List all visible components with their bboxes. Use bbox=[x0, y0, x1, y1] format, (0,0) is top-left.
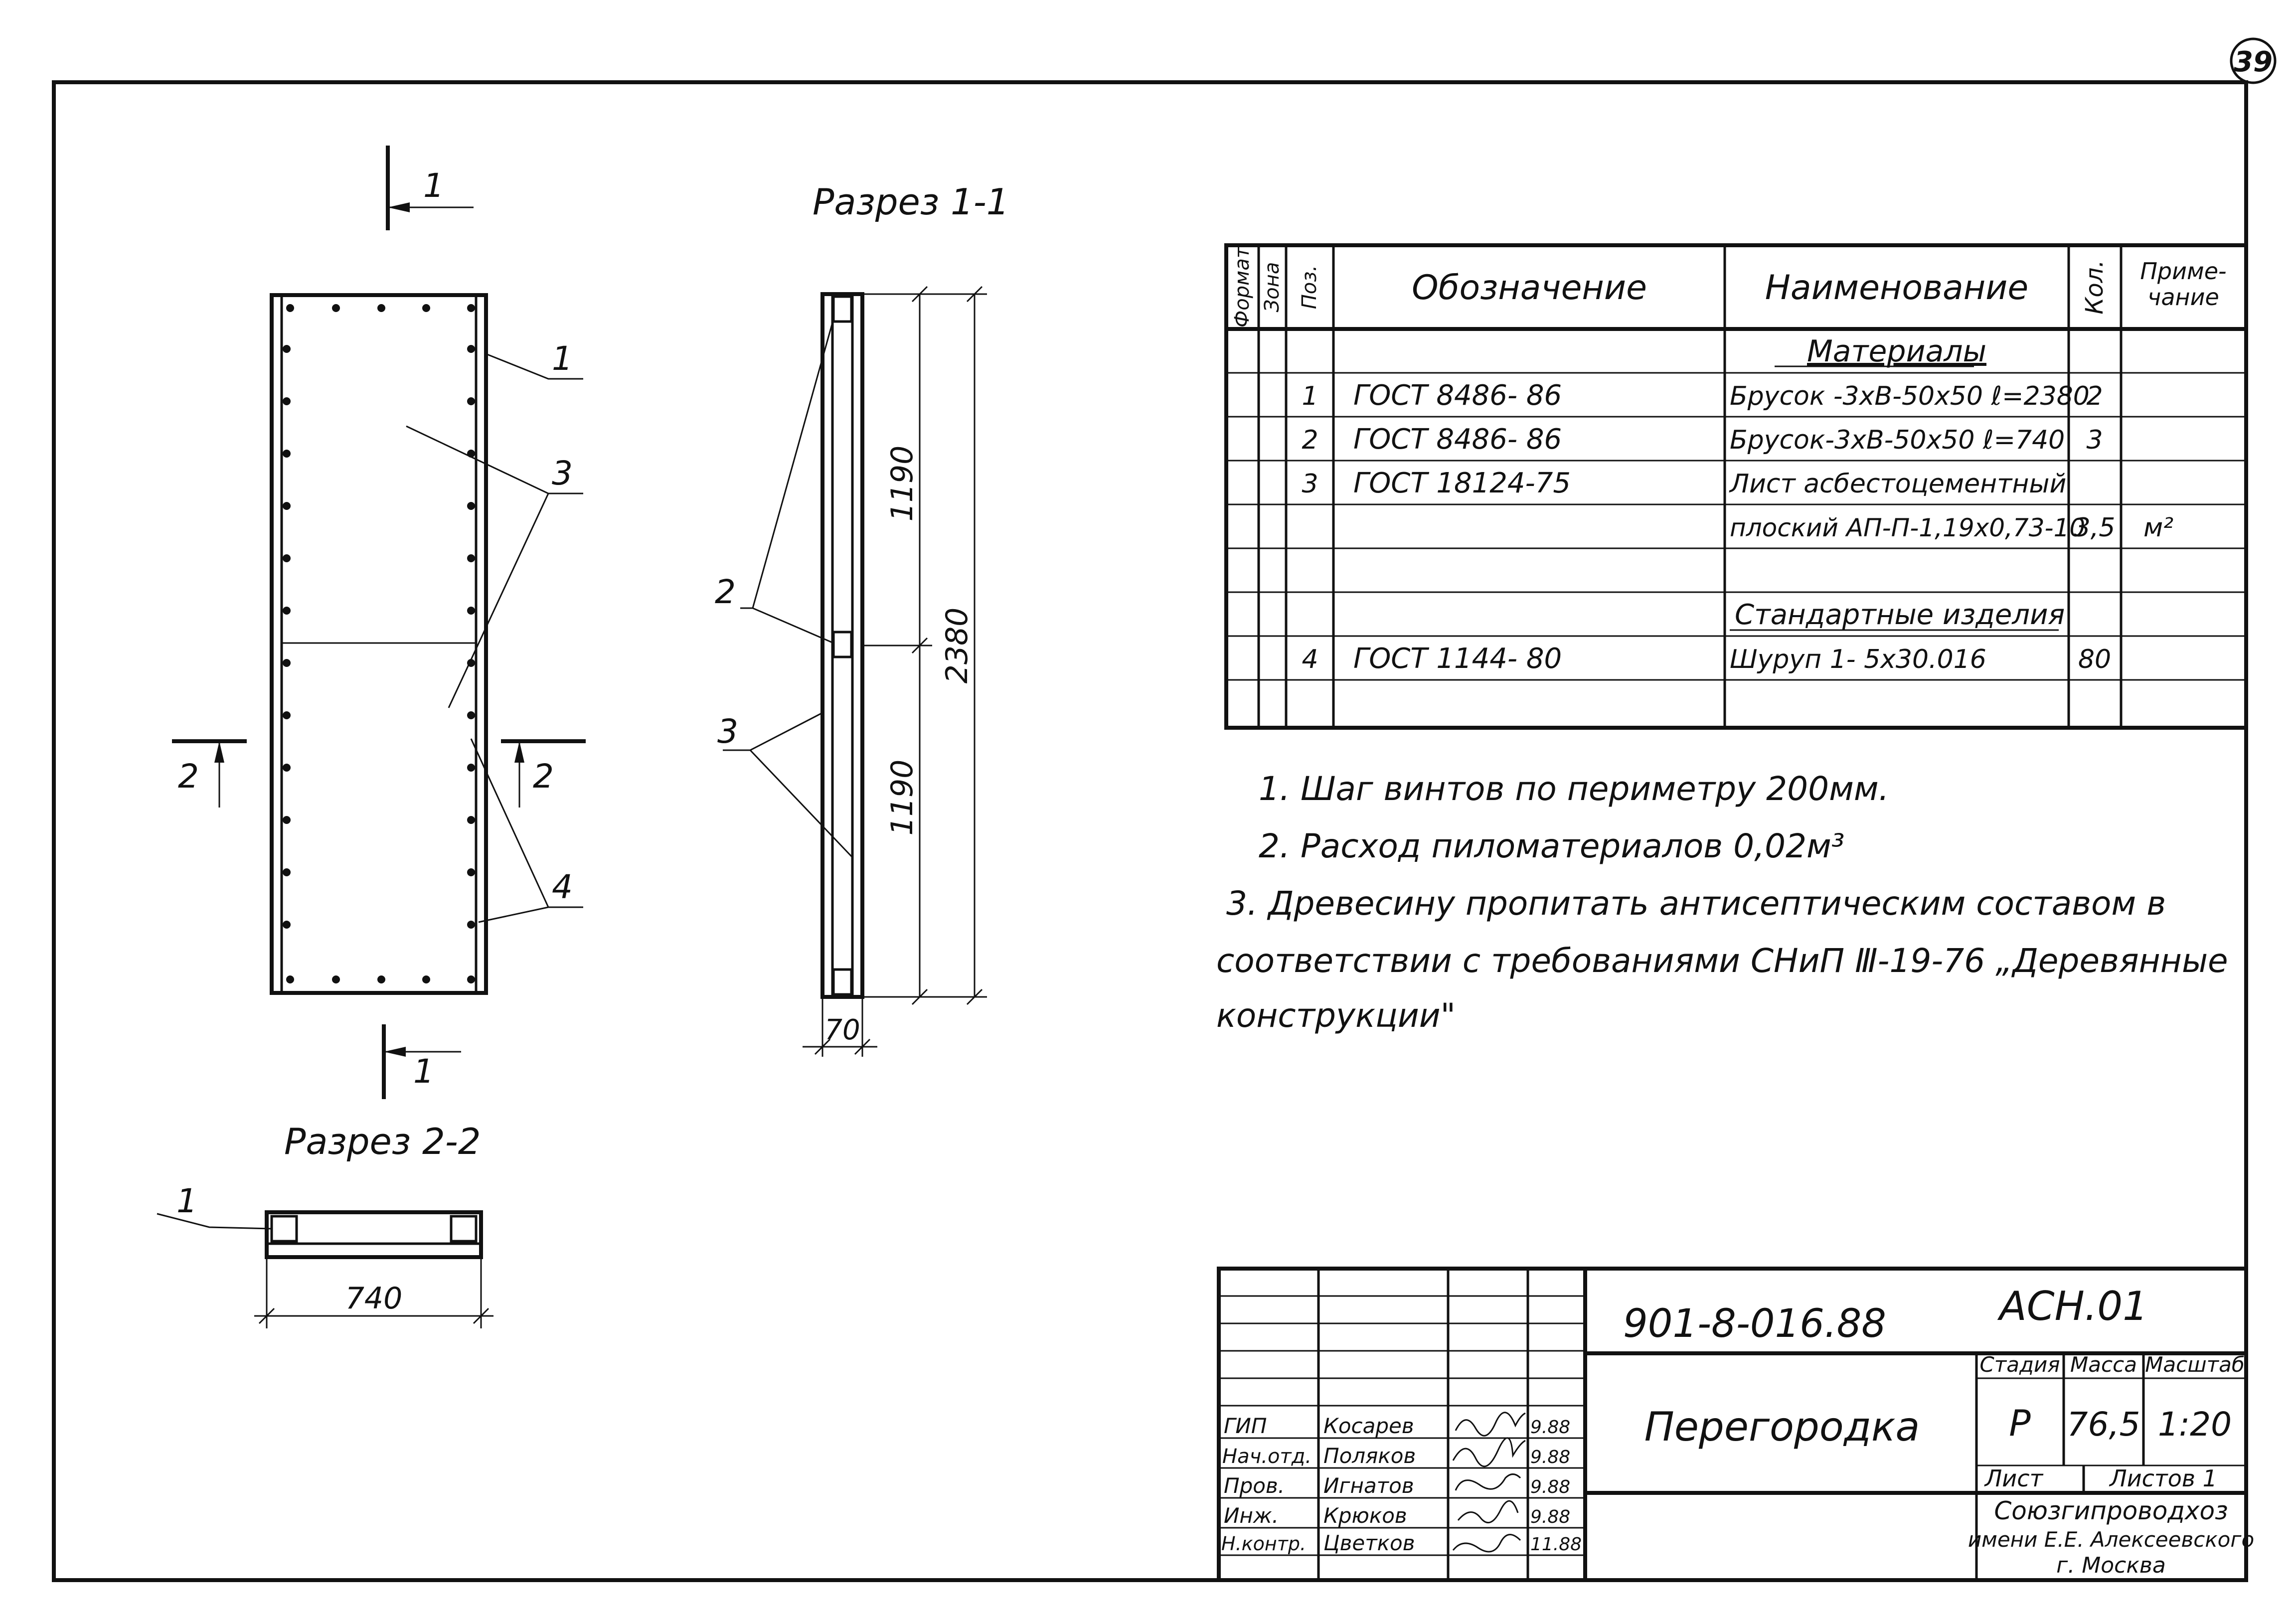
stage-value: Р bbox=[2009, 1402, 2031, 1444]
hdr-name: Наименование bbox=[1765, 268, 2028, 308]
staff-name: Косарев bbox=[1323, 1414, 1414, 1438]
staff-name: Поляков bbox=[1323, 1444, 1416, 1468]
row4-note: м² bbox=[2143, 513, 2173, 543]
row4-qty: 3,5 bbox=[2074, 513, 2116, 543]
section-2-2: Разрез 2-2 1 740 bbox=[157, 1121, 493, 1328]
org-line-1: Союзгипроводхоз bbox=[1994, 1496, 2228, 1525]
section-1-1-title: Разрез 1-1 bbox=[813, 181, 1009, 223]
scale-label: Масштаб bbox=[2145, 1352, 2245, 1377]
sheet-number-badge: 39 bbox=[2230, 37, 2277, 84]
staff-name: Игнатов bbox=[1323, 1473, 1414, 1498]
staff-date: 11.88 bbox=[1530, 1534, 1582, 1555]
row7-qty: 80 bbox=[2078, 645, 2111, 674]
row2-pos: 2 bbox=[1302, 425, 1318, 455]
section-1-1: Разрез 1-1 1190 1190 2380 70 2 bbox=[715, 181, 1009, 1057]
section-2-2-title: Разрез 2-2 bbox=[284, 1121, 481, 1162]
row4-name: плоский АП-П-1,19х0,73-10 bbox=[1730, 513, 2085, 542]
dim-740: 740 bbox=[345, 1281, 403, 1316]
callout-1: 1 bbox=[552, 339, 573, 378]
staff-name: Цветков bbox=[1323, 1531, 1415, 1555]
sheet-number: 39 bbox=[2234, 46, 2273, 78]
notes: 1. Шаг винтов по периметру 200мм. 2. Рас… bbox=[1216, 770, 2228, 1035]
hdr-pos: Поз. bbox=[1298, 265, 1321, 310]
callout-1-sec22: 1 bbox=[176, 1182, 197, 1220]
mass-label: Масса bbox=[2070, 1352, 2137, 1377]
front-view: 1 bbox=[172, 146, 586, 1099]
note-3a: 3. Древесину пропитать антисептическим с… bbox=[1226, 884, 2166, 923]
row7-name: Шуруп 1- 5х30.016 bbox=[1730, 645, 1986, 674]
row1-pos: 1 bbox=[1302, 381, 1318, 411]
callout-3: 3 bbox=[552, 454, 573, 492]
dim-width: 70 bbox=[824, 1014, 860, 1046]
org-line-3: г. Москва bbox=[2056, 1553, 2166, 1578]
hdr-qty: Кол. bbox=[2081, 260, 2109, 314]
row7-pos: 4 bbox=[1302, 645, 1318, 674]
callout-4: 4 bbox=[552, 868, 573, 906]
callout-3-sec: 3 bbox=[717, 712, 738, 751]
mass-value: 76,5 bbox=[2067, 1405, 2140, 1444]
staff-date: 9.88 bbox=[1530, 1507, 1570, 1527]
row2-designation: ГОСТ 8486- 86 bbox=[1353, 423, 1562, 456]
staff-role: Инж. bbox=[1224, 1503, 1279, 1528]
section-mark-bottom: 1 bbox=[413, 1052, 434, 1091]
hdr-zone: Зона bbox=[1261, 262, 1284, 313]
sheets-label: Листов 1 bbox=[2109, 1465, 2217, 1492]
sheet-label: Лист bbox=[1984, 1465, 2044, 1492]
hdr-format: Формат bbox=[1231, 246, 1254, 327]
scale-value: 1:20 bbox=[2158, 1405, 2232, 1444]
staff-role: Нач.отд. bbox=[1222, 1445, 1312, 1468]
drawing-frame bbox=[52, 80, 2248, 1582]
signatures bbox=[1452, 1412, 1526, 1553]
staff-role: Пров. bbox=[1224, 1473, 1285, 1498]
stage-label: Стадия bbox=[1979, 1352, 2060, 1377]
sheet-code: АСН.01 bbox=[1997, 1283, 2148, 1329]
note-3b: соответствии с требованиями СНиП Ⅲ-19-76… bbox=[1216, 942, 2228, 980]
row1-designation: ГОСТ 8486- 86 bbox=[1353, 379, 1562, 412]
staff-date: 9.88 bbox=[1530, 1477, 1570, 1497]
spec-table: Формат Зона Поз. Обозначение Наименовани… bbox=[1224, 243, 2248, 730]
row1-name: Брусок -3хВ-50х50 ℓ=2380 bbox=[1730, 381, 2090, 411]
row1-qty: 2 bbox=[2086, 381, 2103, 411]
staff-role: ГИП bbox=[1224, 1414, 1267, 1438]
section-standard: Стандартные изделия bbox=[1735, 599, 2065, 631]
section-mark-left: 2 bbox=[178, 757, 199, 796]
title-block: 901-8-016.88 АСН.01 Перегородка Стадия М… bbox=[1217, 1267, 2254, 1582]
callout-2-sec: 2 bbox=[715, 573, 736, 611]
section-mark-top: 1 bbox=[423, 166, 444, 205]
hdr-note-2: чание bbox=[2147, 284, 2219, 311]
row2-name: Брусок-3хВ-50х50 ℓ=740 bbox=[1730, 425, 2065, 455]
row3-designation: ГОСТ 18124-75 bbox=[1353, 467, 1571, 499]
screw-dots bbox=[283, 304, 475, 983]
dim-lower: 1190 bbox=[885, 760, 920, 836]
staff-name: Крюков bbox=[1323, 1503, 1407, 1528]
org-line-2: имени Е.Е. Алексеевского bbox=[1968, 1527, 2254, 1552]
row7-designation: ГОСТ 1144- 80 bbox=[1353, 643, 1562, 675]
staff-date: 9.88 bbox=[1530, 1447, 1570, 1467]
drawing-title: Перегородка bbox=[1644, 1404, 1920, 1450]
hdr-note-1: Приме- bbox=[2140, 258, 2226, 285]
row3-pos: 3 bbox=[1302, 469, 1318, 499]
note-3c: конструкции" bbox=[1216, 996, 1456, 1035]
note-1: 1. Шаг винтов по периметру 200мм. bbox=[1259, 770, 1889, 808]
hdr-designation: Обозначение bbox=[1412, 268, 1647, 308]
dim-total: 2380 bbox=[940, 608, 975, 684]
staff-date: 9.88 bbox=[1530, 1417, 1570, 1438]
section-mark-right: 2 bbox=[533, 757, 554, 796]
row2-qty: 3 bbox=[2086, 425, 2103, 455]
section-materials: Материалы bbox=[1807, 334, 1986, 369]
row3-name: Лист асбестоцементный bbox=[1729, 469, 2066, 499]
staff-role: Н.контр. bbox=[1221, 1533, 1306, 1555]
doc-code: 901-8-016.88 bbox=[1623, 1301, 1886, 1346]
dim-upper: 1190 bbox=[885, 446, 920, 522]
note-2: 2. Расход пиломатериалов 0,02м³ bbox=[1259, 827, 1844, 865]
